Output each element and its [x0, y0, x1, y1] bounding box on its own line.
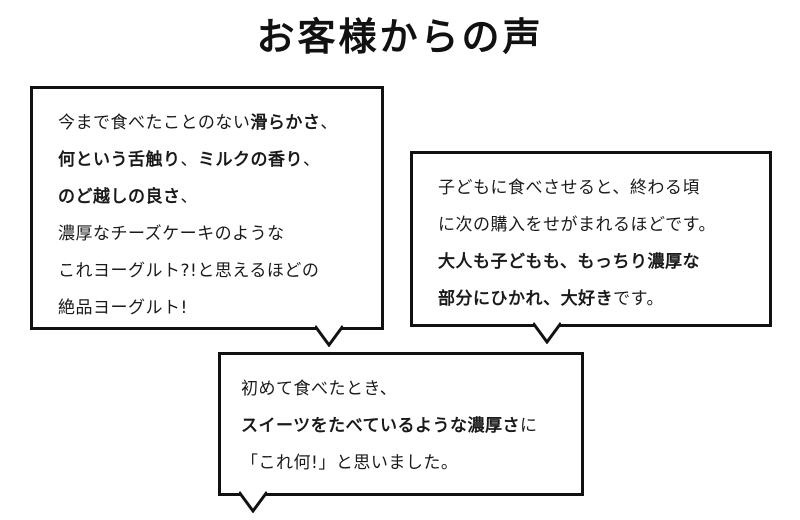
testimonial-line: 絶品ヨーグルト! [58, 290, 338, 327]
body-text: 濃厚なチーズケーキのような [58, 224, 285, 244]
speech-bubble-2: 子どもに食べさせると、終わる頃に次の購入をせがまれるほどです。大人も子どもも、も… [410, 151, 772, 344]
testimonial-line: スイーツをたべているような濃厚さに [241, 408, 537, 445]
testimonial-line: のど越しの良さ、 [58, 179, 338, 216]
section-title: お客様からの声 [256, 15, 544, 59]
testimonial-line: 「これ何!」と思いました。 [241, 445, 537, 482]
speech-bubble-tail [315, 325, 343, 347]
body-text: です。 [613, 289, 664, 309]
emphasis-text: のど越しの良さ [58, 187, 181, 207]
emphasis-text: 大人も子どもも、もっちり濃厚な [438, 252, 700, 272]
emphasis-text: スイーツをたべているような濃厚さ [241, 416, 520, 436]
speech-bubble-3: 初めて食べたとき、スイーツをたべているような濃厚さに「これ何!」と思いました。 [218, 352, 584, 513]
testimonial-line: に次の購入をせがまれるほどです。 [438, 207, 716, 244]
body-text: に [519, 416, 538, 436]
body-text: 、 [320, 113, 338, 133]
body-text: 絶品ヨーグルト! [58, 298, 188, 318]
testimonial-text: 初めて食べたとき、スイーツをたべているような濃厚さに「これ何!」と思いました。 [241, 371, 537, 482]
body-text: 初めて食べたとき、 [241, 379, 398, 399]
testimonial-line: 濃厚なチーズケーキのような [58, 216, 338, 253]
emphasis-text: 滑らかさ [250, 113, 321, 133]
body-text: 今まで食べたことのない [58, 113, 251, 133]
speech-bubble-tail [533, 322, 561, 344]
body-text: 、 [180, 187, 198, 207]
testimonial-line: 初めて食べたとき、 [241, 371, 537, 408]
testimonial-line: これヨーグルト?!と思えるほどの [58, 253, 338, 290]
body-text: 「これ何!」と思いました。 [241, 453, 459, 473]
testimonial-line: 大人も子どもも、もっちり濃厚な [438, 244, 716, 281]
testimonial-text: 子どもに食べさせると、終わる頃に次の購入をせがまれるほどです。大人も子どもも、も… [438, 170, 716, 318]
speech-bubble-1: 今まで食べたことのない滑らかさ、何という舌触り、ミルクの香り、のど越しの良さ、濃… [30, 86, 384, 347]
testimonial-line: 子どもに食べさせると、終わる頃 [438, 170, 716, 207]
testimonial-line: 部分にひかれ、大好きです。 [438, 281, 716, 318]
emphasis-text: 何という舌触り [58, 150, 181, 170]
body-text: 、 [180, 150, 198, 170]
body-text: 子どもに食べさせると、終わる頃 [438, 178, 700, 198]
body-text: これヨーグルト?!と思えるほどの [58, 261, 320, 281]
body-text: に次の購入をせがまれるほどです。 [438, 215, 716, 235]
emphasis-text: ミルクの香り [198, 150, 303, 170]
emphasis-text: 部分にひかれ、大好き [438, 289, 614, 309]
body-text: 、 [303, 150, 321, 170]
testimonial-line: 今まで食べたことのない滑らかさ、 [58, 105, 338, 142]
testimonial-text: 今まで食べたことのない滑らかさ、何という舌触り、ミルクの香り、のど越しの良さ、濃… [58, 105, 338, 327]
speech-bubble-tail [239, 491, 267, 513]
testimonial-line: 何という舌触り、ミルクの香り、 [58, 142, 338, 179]
